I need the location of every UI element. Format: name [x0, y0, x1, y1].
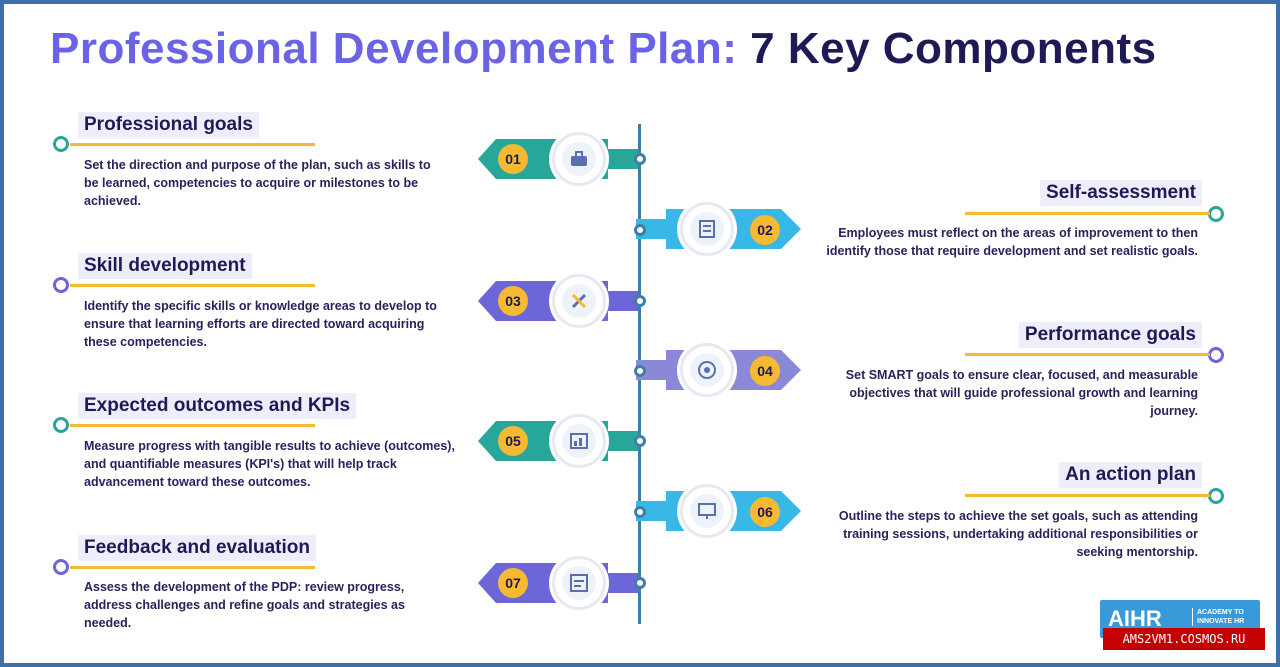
target-icon	[680, 343, 734, 397]
heading-underline	[965, 212, 1210, 215]
page-title: Professional Development Plan: 7 Key Com…	[50, 24, 1157, 74]
heading-underline	[70, 566, 315, 569]
heading-underline	[965, 353, 1210, 356]
toolbox-icon	[552, 132, 606, 186]
bullet-dot	[53, 417, 69, 433]
component-heading: Feedback and evaluation	[78, 535, 316, 561]
logo-tagline: ACADEMY TO INNOVATE HR	[1192, 608, 1260, 626]
heading-underline	[70, 284, 315, 287]
connector-dot	[634, 224, 646, 236]
presentation-icon	[680, 484, 734, 538]
step-number: 03	[498, 286, 528, 316]
connector-dot	[634, 435, 646, 447]
heading-underline	[70, 143, 315, 146]
checklist-icon	[680, 202, 734, 256]
connector-dot	[634, 153, 646, 165]
bullet-dot	[53, 277, 69, 293]
feedback-icon	[552, 556, 606, 610]
component-description: Identify the specific skills or knowledg…	[84, 299, 437, 349]
heading-underline	[70, 424, 315, 427]
component-description: Outline the steps to achieve the set goa…	[838, 509, 1198, 559]
connector-dot	[634, 577, 646, 589]
component-heading: Performance goals	[1018, 322, 1202, 348]
heading-underline	[965, 494, 1210, 497]
connector-dot	[634, 506, 646, 518]
component-heading: Expected outcomes and KPIs	[78, 393, 357, 419]
component-heading: An action plan	[1059, 462, 1202, 488]
bullet-dot	[53, 559, 69, 575]
dashboard-icon	[552, 414, 606, 468]
step-number: 07	[498, 568, 528, 598]
bullet-dot	[1208, 347, 1224, 363]
connector-dot	[634, 295, 646, 307]
component-description: Assess the development of the PDP: revie…	[84, 580, 405, 630]
bullet-dot	[1208, 488, 1224, 504]
component-description: Set SMART goals to ensure clear, focused…	[845, 368, 1198, 418]
component-description: Set the direction and purpose of the pla…	[84, 158, 431, 208]
watermark: AMS2VM1.COSMOS.RU	[1103, 628, 1265, 650]
bullet-dot	[53, 136, 69, 152]
step-number: 02	[750, 215, 780, 245]
tools-icon	[552, 274, 606, 328]
step-number: 05	[498, 426, 528, 456]
title-part-2: 7 Key Components	[750, 24, 1157, 73]
component-heading: Professional goals	[78, 112, 259, 138]
component-description: Measure progress with tangible results t…	[84, 439, 455, 489]
component-heading: Self-assessment	[1040, 180, 1202, 206]
component-description: Employees must reflect on the areas of i…	[826, 226, 1198, 258]
step-number: 06	[750, 497, 780, 527]
logo-name: AIHR	[1108, 606, 1162, 631]
component-heading: Skill development	[78, 253, 252, 279]
step-number: 04	[750, 356, 780, 386]
title-part-1: Professional Development Plan:	[50, 24, 738, 73]
step-number: 01	[498, 144, 528, 174]
connector-dot	[634, 365, 646, 377]
bullet-dot	[1208, 206, 1224, 222]
